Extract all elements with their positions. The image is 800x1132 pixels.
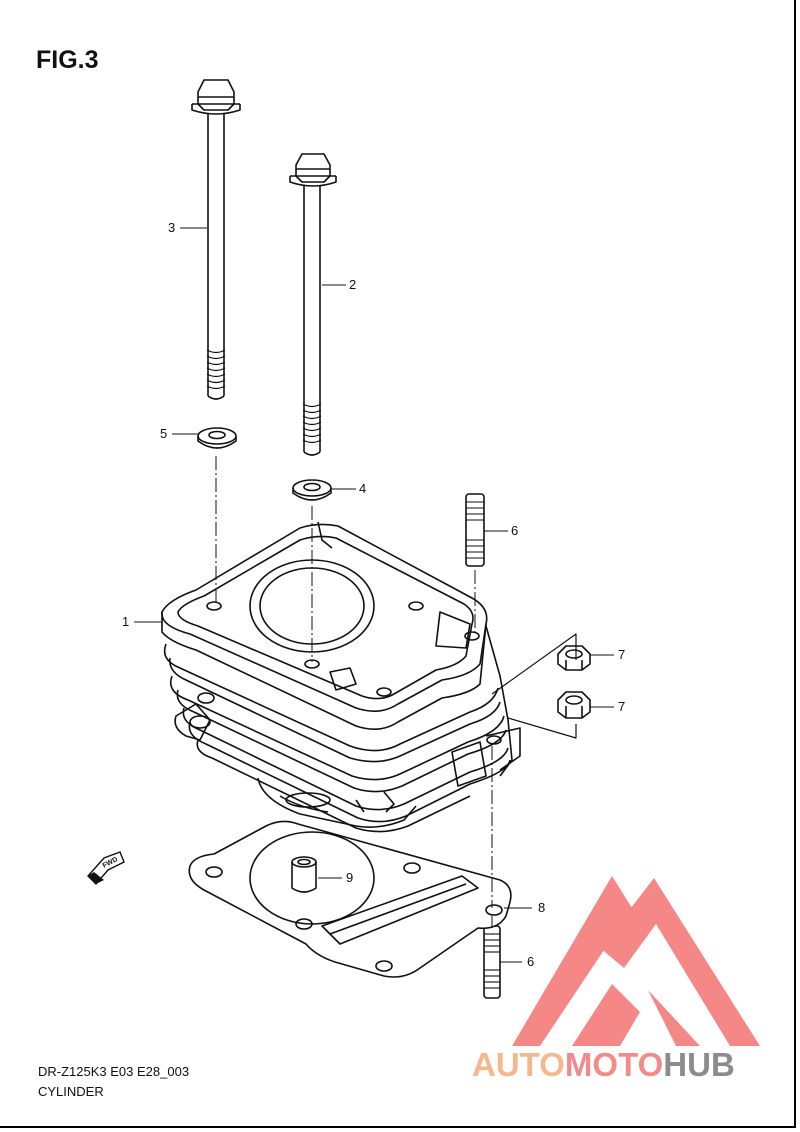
- watermark-logo-icon: [512, 876, 760, 1046]
- callout-leader-lines: [134, 227, 614, 963]
- nut-7-upper: [557, 645, 591, 671]
- callout-5: 5: [160, 426, 168, 441]
- fwd-arrow-icon: FWD: [87, 851, 125, 886]
- figure-title: FIG.3: [36, 46, 99, 74]
- watermark-moto: MOTO: [564, 1046, 664, 1083]
- callout-6-upper: 6: [511, 523, 519, 538]
- callout-3: 3: [168, 220, 176, 235]
- watermark-auto: AUTO: [472, 1046, 565, 1083]
- bolt-3: [191, 79, 241, 400]
- washer-4: [292, 479, 332, 501]
- callout-8: 8: [538, 900, 546, 915]
- stud-6-upper: [465, 493, 485, 567]
- callout-6-lower: 6: [527, 954, 535, 969]
- nut-7-lower: [557, 691, 591, 719]
- callout-4: 4: [359, 481, 367, 496]
- callout-9: 9: [346, 870, 354, 885]
- footer-model-code: DR-Z125K3 E03 E28_003: [38, 1064, 190, 1079]
- footer-figure-name: CYLINDER: [38, 1084, 104, 1099]
- washer-5: [197, 427, 237, 449]
- base-gasket-8: [188, 820, 512, 978]
- watermark-hub: HUB: [663, 1046, 735, 1083]
- callout-2: 2: [349, 277, 357, 292]
- watermark-text: AUTOMOTOHUB: [472, 1046, 735, 1084]
- stud-6-lower: [483, 925, 501, 999]
- callout-1: 1: [122, 614, 130, 629]
- dowel-pin-9: [291, 856, 317, 893]
- bolt-2: [289, 153, 337, 456]
- callout-7-upper: 7: [618, 647, 626, 662]
- callout-7-lower: 7: [618, 699, 626, 714]
- assembly-center-lines: [215, 456, 493, 928]
